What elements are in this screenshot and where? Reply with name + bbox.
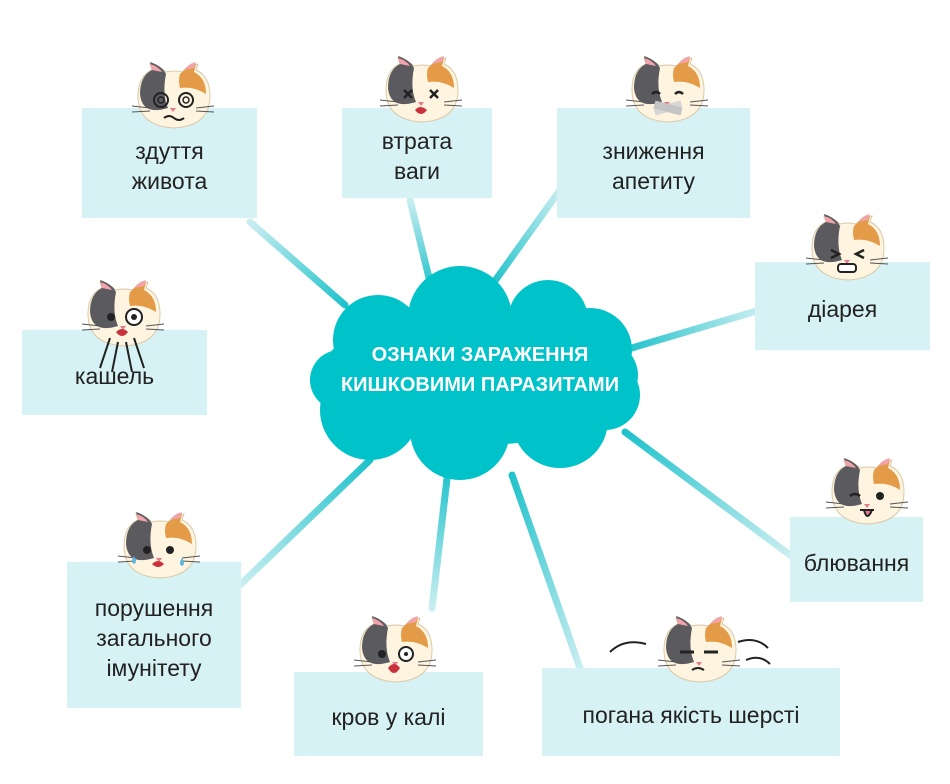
node-label: погана якість шерсті bbox=[582, 702, 800, 728]
hub-cloud bbox=[310, 266, 640, 480]
node-label: здуття живота bbox=[131, 138, 208, 194]
hub-title: ОЗНАКИ ЗАРАЖЕННЯ КИШКОВИМИ ПАРАЗИТАМИ bbox=[340, 344, 620, 396]
grimacing-cat-icon bbox=[805, 214, 889, 281]
line-immunity bbox=[236, 456, 374, 589]
line-diarrhea bbox=[621, 306, 764, 354]
line-appetite bbox=[488, 186, 564, 289]
node-label: кашель bbox=[74, 362, 155, 389]
node-label: блювання bbox=[803, 549, 910, 576]
node-weight-loss: втрата ваги bbox=[342, 108, 492, 198]
line-blood bbox=[428, 466, 452, 612]
grumpy-cat-icon bbox=[657, 616, 741, 683]
node-label: порушення загального імунітету bbox=[94, 595, 214, 681]
node-blood-in-stool: кров у калі bbox=[294, 672, 483, 756]
node-label: кров у калі bbox=[331, 704, 446, 730]
node-poor-fur: погана якість шерсті bbox=[542, 668, 840, 756]
node-vomiting: блювання bbox=[790, 517, 923, 602]
node-label: втрата ваги bbox=[381, 128, 453, 184]
line-weight bbox=[406, 196, 436, 294]
knocked-out-cat-icon bbox=[379, 56, 463, 123]
line-bloating bbox=[246, 218, 349, 309]
node-appetite: зниження апетиту bbox=[557, 108, 750, 218]
taped-mouth-cat-icon bbox=[625, 56, 709, 123]
node-label: діарея bbox=[807, 296, 878, 322]
node-label: зниження апетиту bbox=[602, 138, 705, 194]
tongue-out-cat-icon bbox=[825, 458, 909, 525]
cough-lines-icon bbox=[99, 337, 145, 373]
grumpy-lines-icon bbox=[609, 639, 771, 665]
coughing-cat-icon bbox=[81, 280, 165, 347]
line-vomit bbox=[621, 428, 794, 559]
node-immunity: порушення загального імунітету bbox=[67, 562, 241, 708]
line-fur bbox=[508, 471, 584, 672]
crying-cat-icon bbox=[117, 512, 201, 579]
shocked-cat-icon bbox=[353, 616, 437, 683]
dizzy-cat-icon bbox=[131, 62, 215, 129]
